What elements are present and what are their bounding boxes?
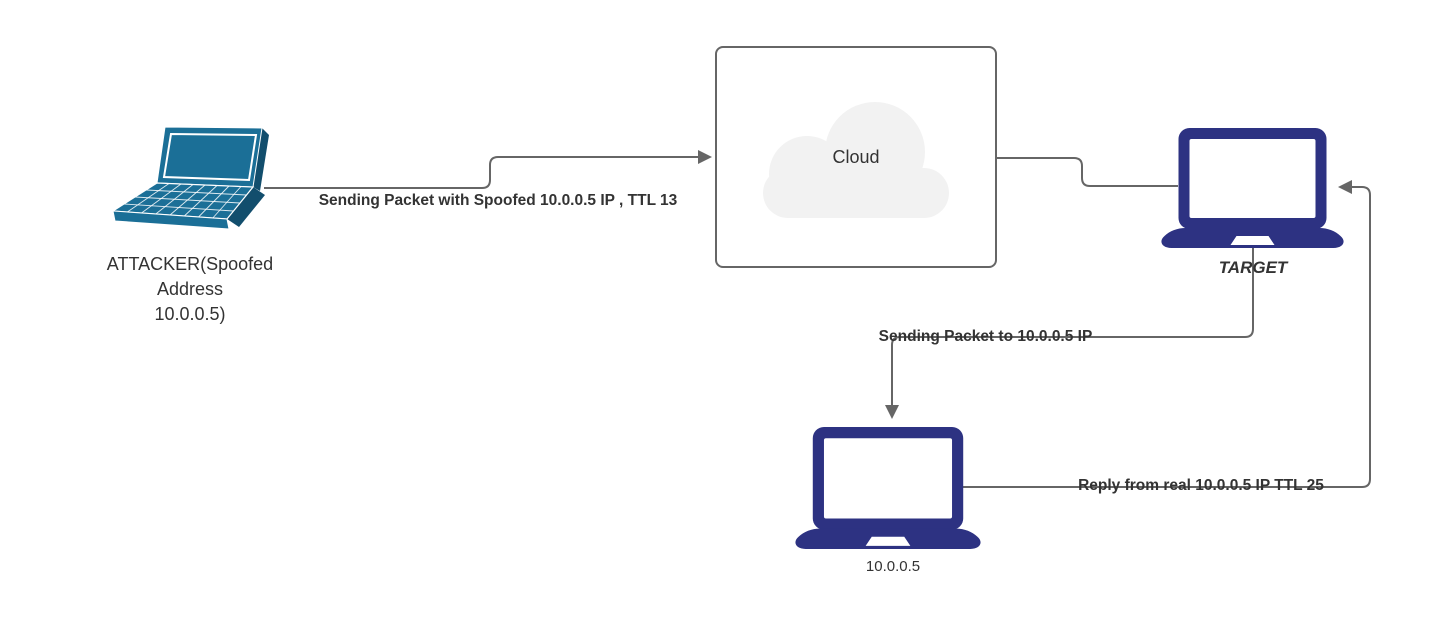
arrowhead-into-real-host-icon — [885, 405, 899, 419]
attacker-label: ATTACKER(Spoofed Address 10.0.0.5) — [106, 254, 274, 325]
arrowhead-into-cloud-icon — [698, 150, 712, 164]
real-host-label: 10.0.0.5 — [865, 558, 921, 575]
edge-attacker-to-cloud — [264, 156, 698, 189]
attacker-node — [107, 119, 269, 237]
edge-label-spoofed-packet: Sending Packet with Spoofed 10.0.0.5 IP … — [318, 192, 678, 209]
edge-cloud-to-target — [997, 157, 1178, 187]
arrowhead-into-target-icon — [1338, 180, 1352, 194]
laptop-icon — [1161, 128, 1344, 248]
edge-label-sending-to-real: Sending Packet to 10.0.0.5 IP — [878, 328, 1093, 345]
target-label: TARGET — [1218, 258, 1288, 277]
edge-target-to-real-host — [891, 244, 1254, 405]
target-node — [1157, 127, 1348, 249]
laptop-3d-icon — [111, 126, 269, 230]
cloud-label: Cloud — [832, 146, 880, 167]
edge-label-reply-from-real: Reply from real 10.0.0.5 IP TTL 25 — [1078, 477, 1324, 494]
edge-real-host-to-target — [960, 186, 1371, 488]
cloud-icon — [763, 102, 949, 218]
real-host-node — [790, 426, 986, 550]
cloud-node: Cloud — [715, 46, 997, 268]
laptop-icon — [795, 427, 981, 549]
